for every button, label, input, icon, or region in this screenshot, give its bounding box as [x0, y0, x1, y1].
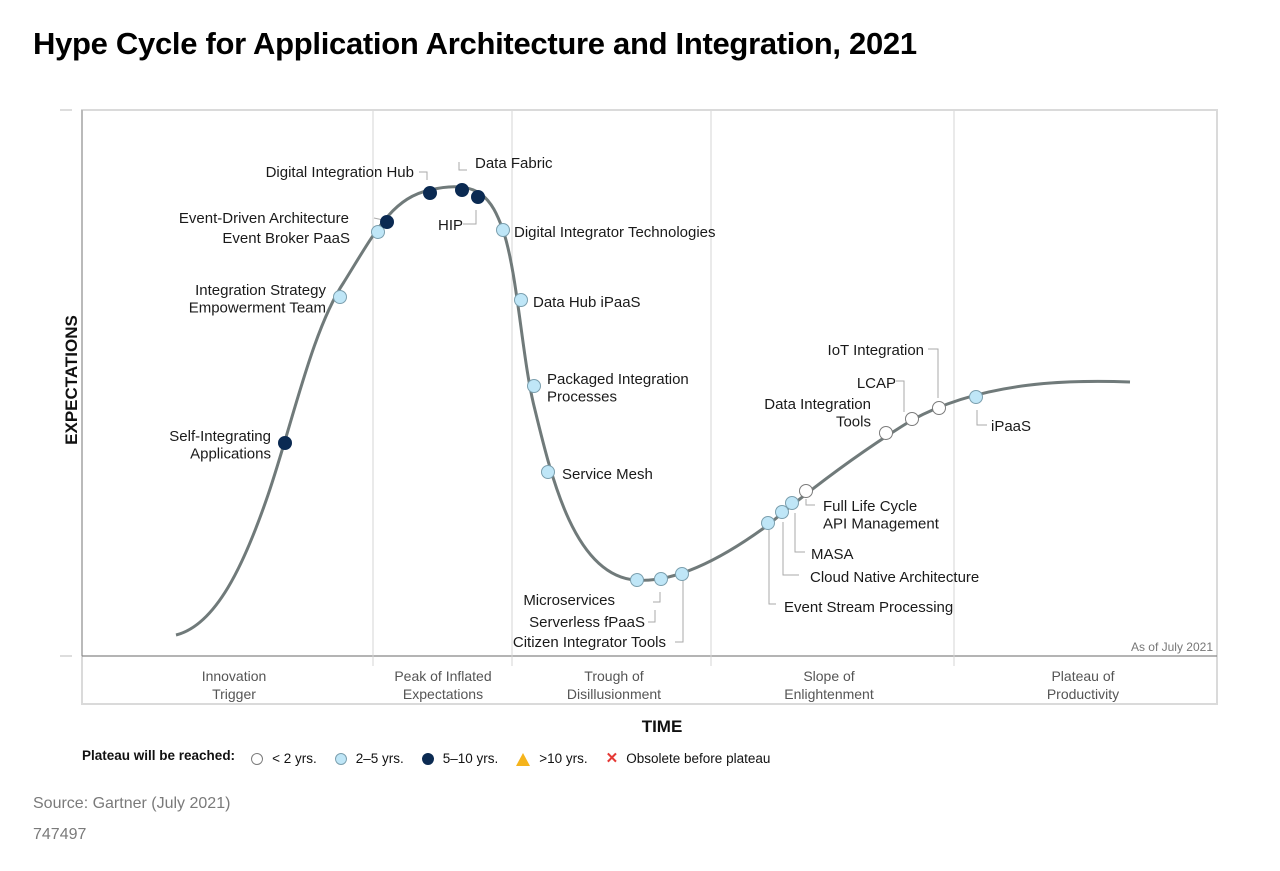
plot-frame: [81, 109, 1218, 705]
leader-line-8: [768, 530, 776, 605]
label-ipaas: iPaaS: [991, 418, 1031, 435]
marker-data-integration-tools: [879, 426, 893, 440]
label-microservices: Microservices: [523, 592, 615, 609]
yellow-triangle-icon: [516, 752, 531, 766]
label-data-hub-ipaas: Data Hub iPaaS: [533, 294, 641, 311]
marker-lcap: [905, 412, 919, 426]
leader-line-14: [976, 410, 987, 426]
marker-serverless-fpaas: [654, 572, 668, 586]
legend-item-gt10: >10 yrs.: [516, 748, 588, 770]
marker-digital-integration-hub: [423, 186, 437, 200]
red-x-icon: ✕: [605, 750, 619, 767]
marker-full-life-cycle-api-management: [799, 484, 813, 498]
as-of-label: As of July 2021: [1131, 640, 1213, 654]
marker-event-driven-architecture: [380, 215, 394, 229]
leader-line-9: [782, 522, 799, 576]
label-serverless-fpaas: Serverless fPaaS: [529, 614, 645, 631]
leader-line-12: [896, 380, 905, 412]
legend-item-2to5: 2–5 yrs.: [334, 748, 404, 770]
legend-title: Plateau will be reached:: [82, 748, 236, 763]
marker-data-hub-ipaas: [514, 293, 528, 307]
marker-packaged-integration-processes: [527, 379, 541, 393]
leader-line-13: [928, 348, 939, 398]
marker-event-broker-paas: [371, 225, 385, 239]
label-event-broker-paas: Event Broker PaaS: [222, 230, 350, 247]
y-axis-title: EXPECTATIONS: [62, 315, 81, 445]
leader-line-5: [653, 592, 661, 603]
dark-blue-circle-icon: [421, 753, 434, 765]
marker-cloud-native-architecture: [775, 505, 789, 519]
marker-digital-integrator-technologies: [496, 223, 510, 237]
x-axis-title: TIME: [642, 717, 683, 736]
legend-item-lt2: < 2 yrs.: [251, 748, 317, 770]
label-data-fabric: Data Fabric: [475, 155, 553, 172]
label-masa: MASA: [811, 546, 854, 563]
hype-curve: [175, 185, 1131, 637]
light-blue-circle-icon: [334, 753, 347, 765]
marker-ipaas: [969, 390, 983, 404]
document-id: 747497: [33, 826, 87, 843]
label-citizen-integrator-tools: Citizen Integrator Tools: [513, 634, 666, 651]
label-digital-integration-hub: Digital Integration Hub: [266, 164, 414, 181]
marker-service-mesh: [541, 465, 555, 479]
marker-masa: [785, 496, 799, 510]
leader-line-2: [419, 171, 428, 180]
marker-iot-integration: [932, 401, 946, 415]
chart-title: Hype Cycle for Application Architecture …: [33, 26, 917, 61]
leader-line-11: [805, 499, 815, 506]
label-digital-integrator-technologies: Digital Integrator Technologies: [514, 224, 716, 241]
leader-line-10: [794, 513, 805, 553]
leader-line-3: [458, 162, 467, 171]
marker-data-fabric: [455, 183, 469, 197]
marker-citizen-integrator-tools: [675, 567, 689, 581]
legend-item-obsolete: ✕Obsolete before plateau: [605, 750, 771, 767]
white-circle-icon: [251, 753, 264, 765]
source-note: Source: Gartner (July 2021): [33, 795, 231, 812]
marker-integration-strategy-empowerment-team: [333, 290, 347, 304]
label-iot-integration: IoT Integration: [828, 342, 924, 359]
label-service-mesh: Service Mesh: [562, 466, 653, 483]
label-cloud-native-architecture: Cloud Native Architecture: [810, 569, 979, 586]
leader-line-7: [675, 580, 684, 643]
label-event-driven-architecture: Event-Driven Architecture: [179, 210, 349, 227]
leader-line-6: [648, 610, 656, 623]
legend-item-5to10: 5–10 yrs.: [421, 748, 498, 770]
legend: Plateau will be reached: < 2 yrs. 2–5 yr…: [82, 748, 788, 770]
marker-microservices: [630, 573, 644, 587]
label-lcap: LCAP: [857, 375, 896, 392]
label-event-stream-processing: Event Stream Processing: [784, 599, 953, 616]
label-hip: HIP: [438, 217, 463, 234]
marker-hip: [471, 190, 485, 204]
marker-self-integrating-applications: [278, 436, 292, 450]
leader-line-4: [463, 210, 477, 225]
marker-event-stream-processing: [761, 516, 775, 530]
